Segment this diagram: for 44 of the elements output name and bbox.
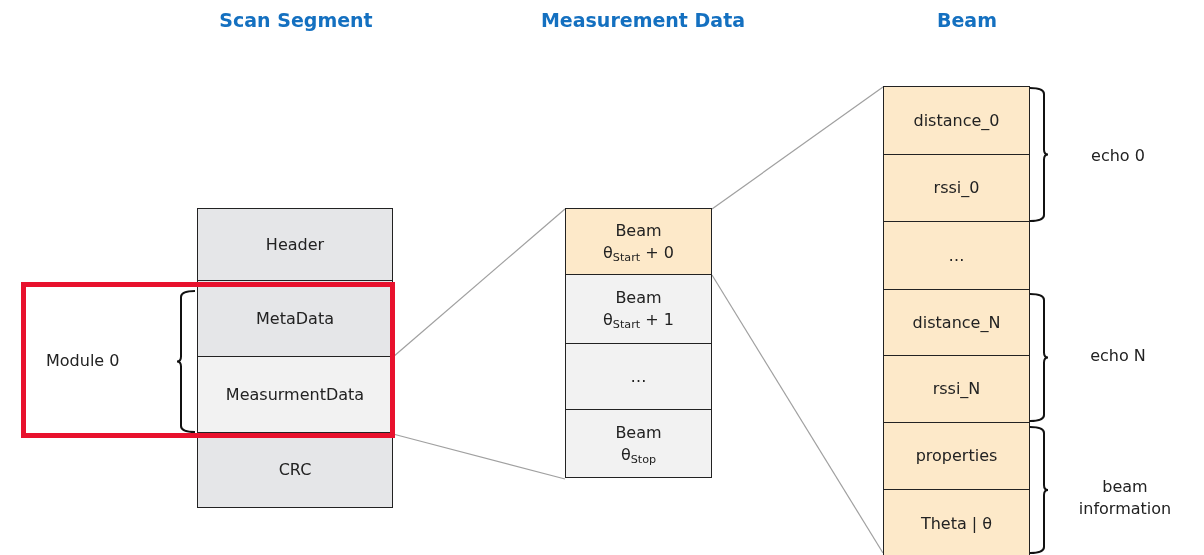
field-detail: θ$_{Start}$ + 0 [603,241,674,264]
column-heading: Measurement Data [540,8,746,33]
field-name: Header [265,233,325,256]
record-field [565,343,712,410]
field-name: rssi_N [932,378,981,400]
zoom-line [392,433,566,480]
field-name: MeasurmentData [225,383,365,406]
highlight-frame [21,282,395,438]
group-label: Module 0 [46,350,120,370]
brace-label: beam information [1077,476,1173,520]
field-name: CRC [278,459,312,481]
record-field [565,208,712,275]
record-field [565,409,712,478]
record-field [197,208,393,281]
record-field [883,489,1030,555]
record-field [565,274,712,344]
record-field [883,86,1030,155]
record-field [883,221,1030,290]
brace-label: echo 0 [1091,145,1145,167]
field-name: distance_N [912,311,1001,334]
record-field [883,355,1030,423]
field-name: properties [915,445,998,467]
zoom-line [392,208,566,358]
field-name: MetaData [256,307,334,330]
record-field [197,356,393,433]
field-name: … [630,365,647,388]
zoom-line [711,274,884,554]
field-name: rssi_0 [933,177,980,199]
field-detail: θ$_{Start}$ + 1 [603,309,674,331]
record-field [197,280,393,357]
field-name: … [948,244,965,267]
field-name: distance_0 [913,109,1000,132]
field-name: Beam [615,421,662,444]
record-field [883,422,1030,490]
field-name: Beam [615,287,662,309]
zoom-line [711,86,884,210]
brace-label: echo N [1090,345,1146,367]
record-field [883,289,1030,356]
column-heading: Beam [937,8,997,33]
field-name: Theta | θ [920,513,993,535]
record-field [883,154,1030,222]
column-heading: Scan Segment [219,8,373,33]
field-detail: θ$_{Stop}$ [620,443,657,466]
field-name: Beam [615,219,662,242]
